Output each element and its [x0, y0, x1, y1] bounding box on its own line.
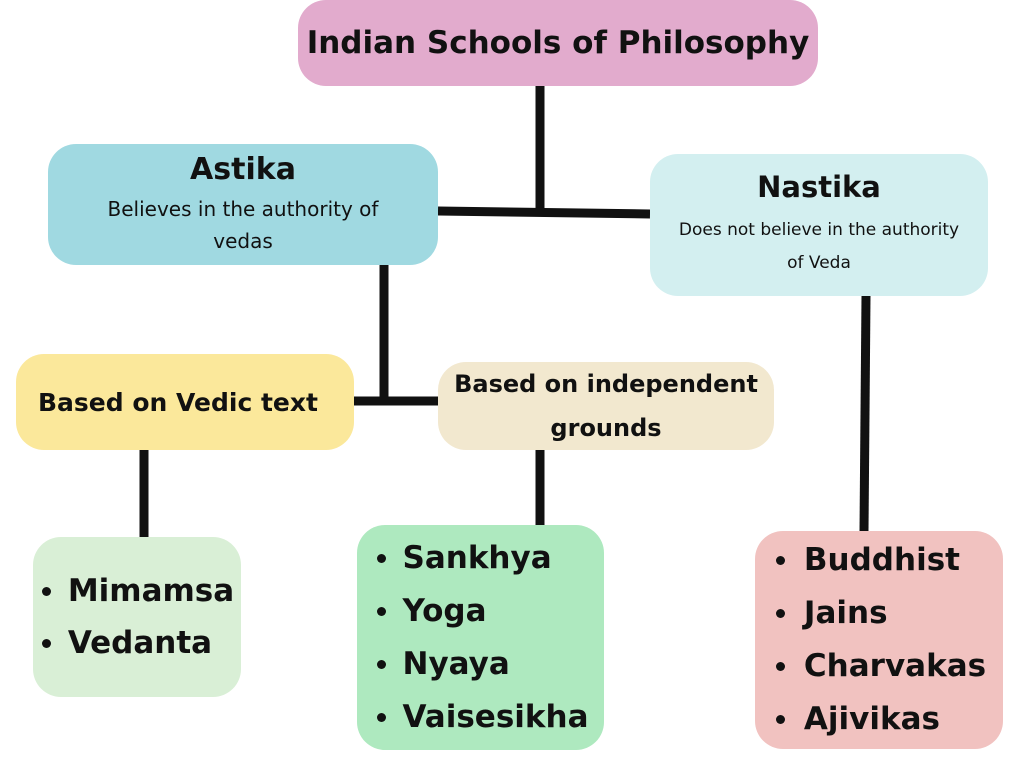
root-title: Indian Schools of Philosophy	[306, 25, 810, 61]
independent-schools-list: Sankhya Yoga Nyaya Vaisesikha	[373, 532, 589, 744]
list-item: Jains	[772, 587, 986, 640]
astika-title: Astika	[190, 152, 296, 187]
list-item: Vedanta	[40, 617, 234, 669]
nastika-schools-list: Buddhist Jains Charvakas Ajivikas	[772, 534, 986, 746]
nastika-desc-line1: Does not believe in the authority	[678, 220, 960, 240]
vedic-schools-node: Mimamsa Vedanta	[33, 537, 241, 697]
independent-schools-node: Sankhya Yoga Nyaya Vaisesikha	[357, 525, 604, 750]
nastika-node: Nastika Does not believe in the authorit…	[650, 154, 988, 296]
independent-title-line2: grounds	[550, 414, 662, 442]
vedic-schools-list: Mimamsa Vedanta	[40, 565, 234, 669]
vedic-text-node: Based on Vedic text	[16, 354, 354, 450]
list-item: Yoga	[373, 585, 589, 638]
vedic-text-title: Based on Vedic text	[38, 387, 318, 417]
list-item: Ajivikas	[772, 693, 986, 746]
nastika-schools-node: Buddhist Jains Charvakas Ajivikas	[755, 531, 1003, 749]
list-item: Charvakas	[772, 640, 986, 693]
list-item: Buddhist	[772, 534, 986, 587]
root-node: Indian Schools of Philosophy	[298, 0, 818, 86]
astika-desc-line1: Believes in the authority of	[107, 197, 379, 221]
connector-nastika-schools	[859, 295, 871, 532]
list-item: Mimamsa	[40, 565, 234, 617]
nastika-desc-line2: of Veda	[787, 253, 851, 273]
list-item: Vaisesikha	[373, 691, 589, 744]
connector-astika-nastika	[437, 206, 651, 219]
list-item: Sankhya	[373, 532, 589, 585]
independent-grounds-node: Based on independent grounds	[438, 362, 774, 450]
list-item: Nyaya	[373, 638, 589, 691]
independent-title-line1: Based on independent	[454, 370, 758, 398]
astika-desc-line2: vedas	[213, 229, 273, 253]
astika-node: Astika Believes in the authority of veda…	[48, 144, 438, 265]
nastika-title: Nastika	[757, 170, 881, 204]
